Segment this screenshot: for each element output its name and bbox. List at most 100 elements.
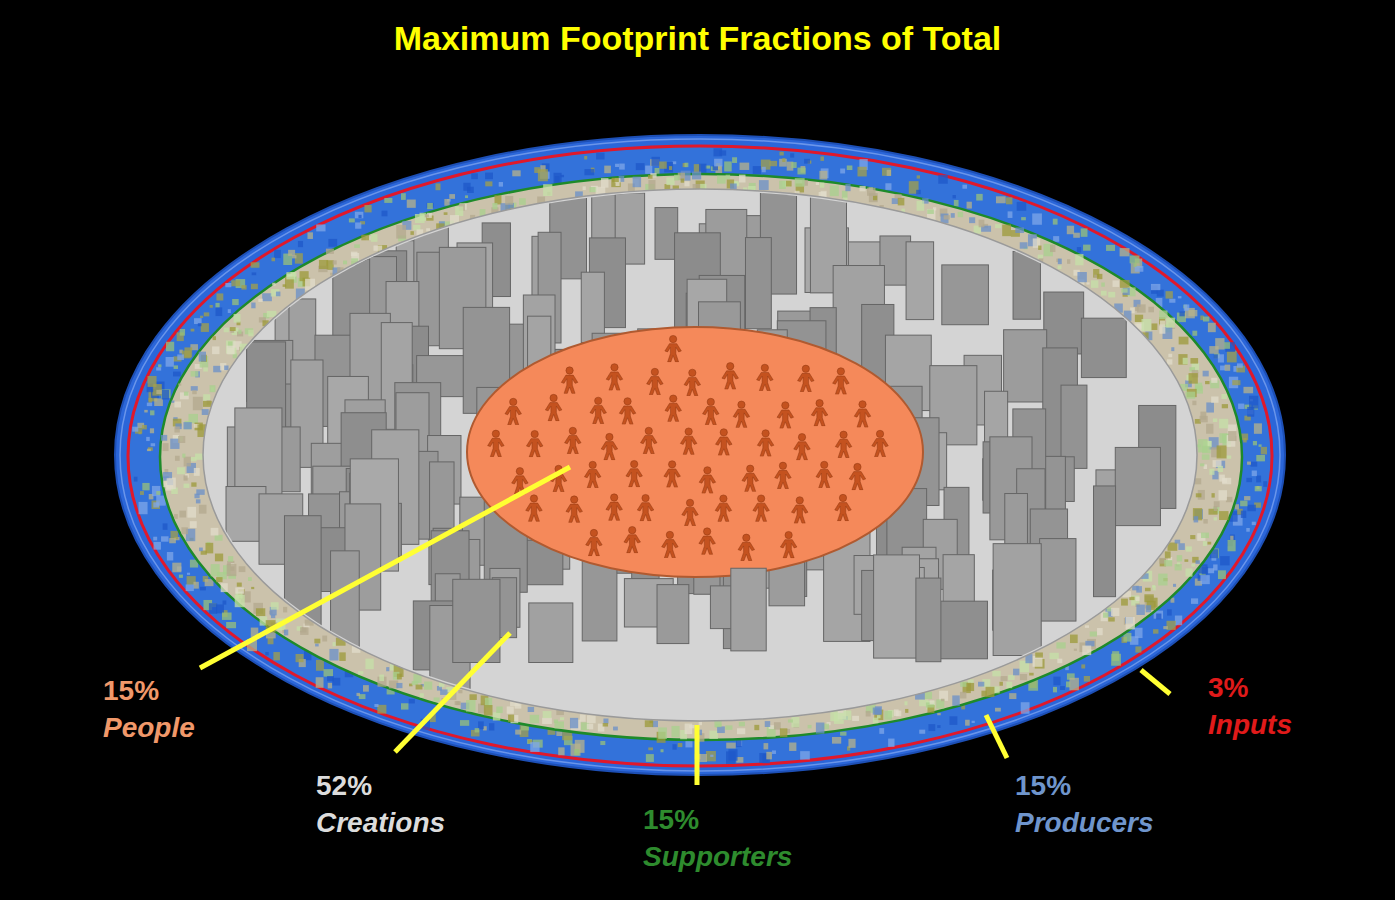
speckle	[449, 194, 455, 199]
person-figure	[590, 397, 607, 424]
speckle	[1243, 387, 1253, 393]
people-area	[467, 327, 923, 577]
speckle	[603, 719, 608, 724]
speckle	[1208, 323, 1216, 332]
speckle	[1218, 466, 1223, 472]
speckle	[699, 722, 702, 726]
building	[657, 585, 689, 644]
speckle	[286, 272, 295, 279]
speckle	[725, 725, 732, 729]
speckle	[1152, 586, 1155, 591]
speckle	[995, 224, 1001, 228]
speckle	[887, 170, 891, 176]
speckle	[1227, 455, 1231, 458]
speckle	[171, 401, 174, 403]
speckle	[379, 675, 384, 682]
speckle	[884, 711, 892, 720]
speckle	[213, 366, 221, 372]
leader-line	[1141, 670, 1170, 694]
speckle	[1246, 478, 1252, 482]
speckle	[201, 323, 209, 332]
speckle	[1148, 307, 1154, 313]
speckle	[191, 371, 199, 376]
speckle	[1073, 233, 1080, 238]
speckle	[666, 177, 674, 185]
speckle	[774, 722, 781, 729]
speckle	[228, 556, 233, 562]
speckle	[873, 718, 879, 724]
speckle	[1178, 296, 1182, 298]
speckle	[232, 299, 239, 305]
speckle	[161, 536, 169, 541]
speckle	[144, 410, 147, 413]
speckle	[1101, 612, 1108, 622]
speckle	[180, 392, 189, 399]
speckle	[186, 584, 194, 591]
speckle	[1141, 319, 1151, 331]
speckle	[611, 178, 620, 187]
speckle	[132, 427, 138, 432]
speckle	[1077, 272, 1086, 282]
speckle	[148, 376, 157, 387]
speckle	[210, 385, 216, 392]
speckle	[251, 284, 258, 289]
speckle	[1086, 282, 1089, 284]
speckle	[163, 523, 168, 529]
building	[1094, 486, 1116, 597]
speckle	[195, 454, 203, 460]
speckle	[1015, 227, 1024, 233]
speckle	[162, 390, 169, 400]
speckle	[1060, 686, 1065, 690]
speckle	[616, 182, 620, 186]
speckle	[1228, 431, 1236, 441]
speckle	[1214, 354, 1218, 358]
person-figure	[738, 534, 755, 561]
speckle	[216, 293, 223, 300]
speckle	[1159, 326, 1165, 334]
speckle	[1206, 424, 1213, 434]
inputs-ring	[115, 135, 1285, 775]
speckle	[1247, 462, 1251, 465]
speckle	[256, 608, 265, 616]
region-name: Inputs	[1208, 710, 1292, 741]
speckle	[1256, 476, 1261, 483]
speckle	[1136, 605, 1144, 615]
speckle	[1177, 555, 1183, 561]
person-figure	[798, 365, 815, 392]
person-figure	[854, 401, 871, 428]
speckle	[584, 169, 594, 175]
speckle	[239, 566, 246, 572]
speckle	[1020, 674, 1027, 680]
speckle	[156, 491, 160, 495]
speckle	[163, 443, 169, 451]
speckle	[283, 607, 287, 612]
speckle	[315, 644, 319, 647]
speckle	[184, 457, 191, 467]
speckle	[1101, 291, 1107, 296]
speckle	[401, 193, 406, 200]
person-figure	[624, 526, 641, 553]
speckle	[834, 713, 844, 724]
speckle	[150, 428, 154, 433]
speckle	[764, 743, 769, 749]
people-figures	[488, 335, 889, 560]
speckle	[515, 730, 521, 735]
speckle	[1251, 462, 1258, 467]
speckle	[1082, 646, 1091, 656]
speckle	[1224, 342, 1230, 349]
speckle	[284, 630, 288, 636]
speckle	[779, 181, 786, 189]
speckle	[1038, 246, 1041, 250]
speckle	[434, 697, 440, 701]
person-figure	[835, 494, 852, 521]
person-figure	[872, 430, 889, 457]
person-figure	[664, 461, 681, 488]
speckle	[596, 153, 604, 160]
speckle	[235, 587, 244, 593]
speckle	[492, 203, 497, 209]
speckle	[927, 209, 934, 214]
speckle	[709, 731, 718, 739]
leader-line	[986, 715, 1007, 758]
speckle	[1203, 317, 1209, 322]
speckle	[672, 744, 676, 749]
